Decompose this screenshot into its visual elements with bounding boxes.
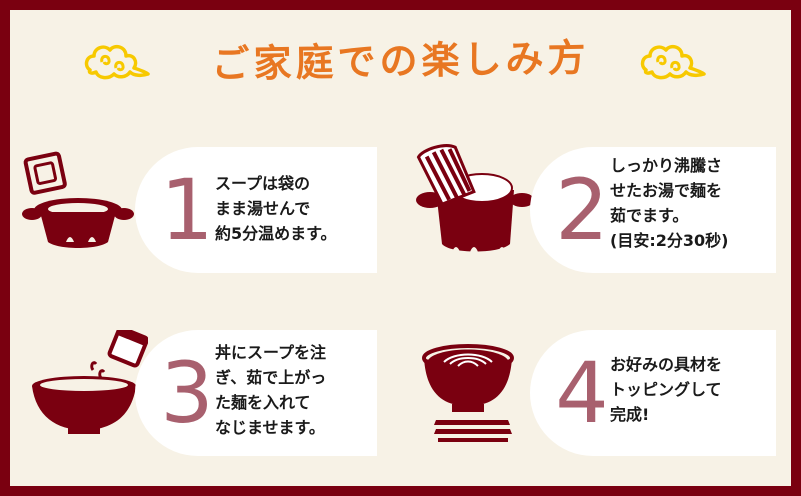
noodle-bowl-with-chopsticks-icon xyxy=(422,344,514,442)
step-2-text: しっかり沸騰さ せたお湯で麺を 茹でます。 (目安:2分30秒) xyxy=(610,156,729,250)
step-2-card: 2 しっかり沸騰さ せたお湯で麺を 茹でます。 (目安:2分30秒) xyxy=(530,147,776,273)
step-3-text: 丼にスープを注 ぎ、茹で上がっ た麺を入れて なじませます。 xyxy=(215,343,327,437)
step-1-card: 1 スープは袋の まま湯せんで 約5分温めます。 xyxy=(135,147,377,273)
step-3-number: 3 xyxy=(160,344,214,442)
step-2-number: 2 xyxy=(555,161,609,259)
step-4-number: 4 xyxy=(555,344,609,442)
step-1-text: スープは袋の まま湯せんで 約5分温めます。 xyxy=(215,174,337,243)
step-1-number: 1 xyxy=(160,161,214,259)
step-3-card: 3 丼にスープを注 ぎ、茹で上がっ た麺を入れて なじませます。 xyxy=(135,330,377,456)
step-4-card: 4 お好みの具材を トッピングして 完成! xyxy=(530,330,776,456)
pot-with-noodles-icon xyxy=(416,144,534,252)
bowl-with-soup-pouch-icon xyxy=(32,330,148,434)
cloud-right-icon xyxy=(640,44,706,80)
step-4-text: お好みの具材を トッピングして 完成! xyxy=(610,355,723,424)
cloud-left-icon xyxy=(84,44,150,80)
pot-with-soup-pouch-icon xyxy=(22,151,134,248)
